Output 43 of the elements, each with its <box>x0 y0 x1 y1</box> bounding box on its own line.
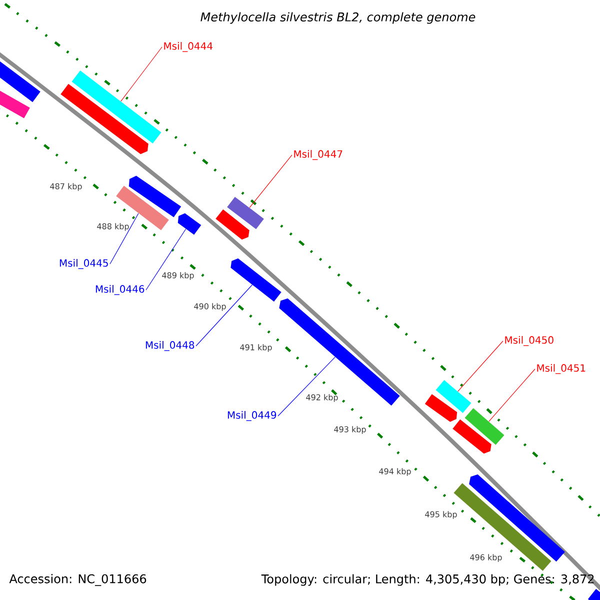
leader-line <box>488 368 536 422</box>
gene-label: Msil_0448 <box>146 341 194 351</box>
gene-label: Msil_0449 <box>228 411 276 421</box>
position-label: 495 kbp <box>425 511 457 519</box>
position-label: 493 kbp <box>334 426 366 434</box>
gene-label: Msil_0451 <box>537 364 586 374</box>
gene-label: Msil_0445 <box>60 259 108 269</box>
gene-block <box>464 408 504 445</box>
gene-block <box>469 474 565 562</box>
position-label: 488 kbp <box>97 223 129 231</box>
position-label: 496 kbp <box>470 554 502 562</box>
leader-line <box>458 340 504 392</box>
leader-line <box>278 356 336 416</box>
gene-block <box>279 298 400 406</box>
position-label: 489 kbp <box>162 272 194 280</box>
gene-block <box>227 196 264 230</box>
gene-label: Msil_0444 <box>164 42 212 52</box>
gene-block <box>178 213 202 235</box>
title: Methylocella silvestris BL2, complete genome <box>200 12 476 24</box>
position-label: 487 kbp <box>50 183 82 191</box>
gene-block <box>424 394 458 422</box>
leader-line <box>196 284 252 346</box>
gene-block <box>436 380 472 413</box>
gene-block <box>72 70 162 144</box>
genome-summary-text: Topology: circular; Length: 4,305,430 bp; Genes: 3,872 <box>261 574 594 586</box>
gene-block <box>116 186 169 230</box>
gene-block <box>128 176 182 218</box>
leader-line <box>249 154 292 208</box>
gene-label: Msil_0446 <box>96 285 144 295</box>
gene-label: Msil_0447 <box>294 150 342 160</box>
accession-text: Accession: NC_011666 <box>9 574 146 586</box>
gene-block <box>216 209 250 240</box>
position-label: 492 kbp <box>306 394 338 402</box>
leader-line <box>120 46 162 102</box>
position-label: 494 kbp <box>379 468 411 476</box>
gene-label: Msil_0450 <box>505 336 554 346</box>
gene-block <box>452 419 492 454</box>
position-label: 490 kbp <box>194 303 226 311</box>
gene-block <box>588 588 600 600</box>
leader-line <box>110 213 139 264</box>
gene-block <box>230 258 282 302</box>
leader-line <box>146 228 186 290</box>
gene-block <box>60 84 148 154</box>
